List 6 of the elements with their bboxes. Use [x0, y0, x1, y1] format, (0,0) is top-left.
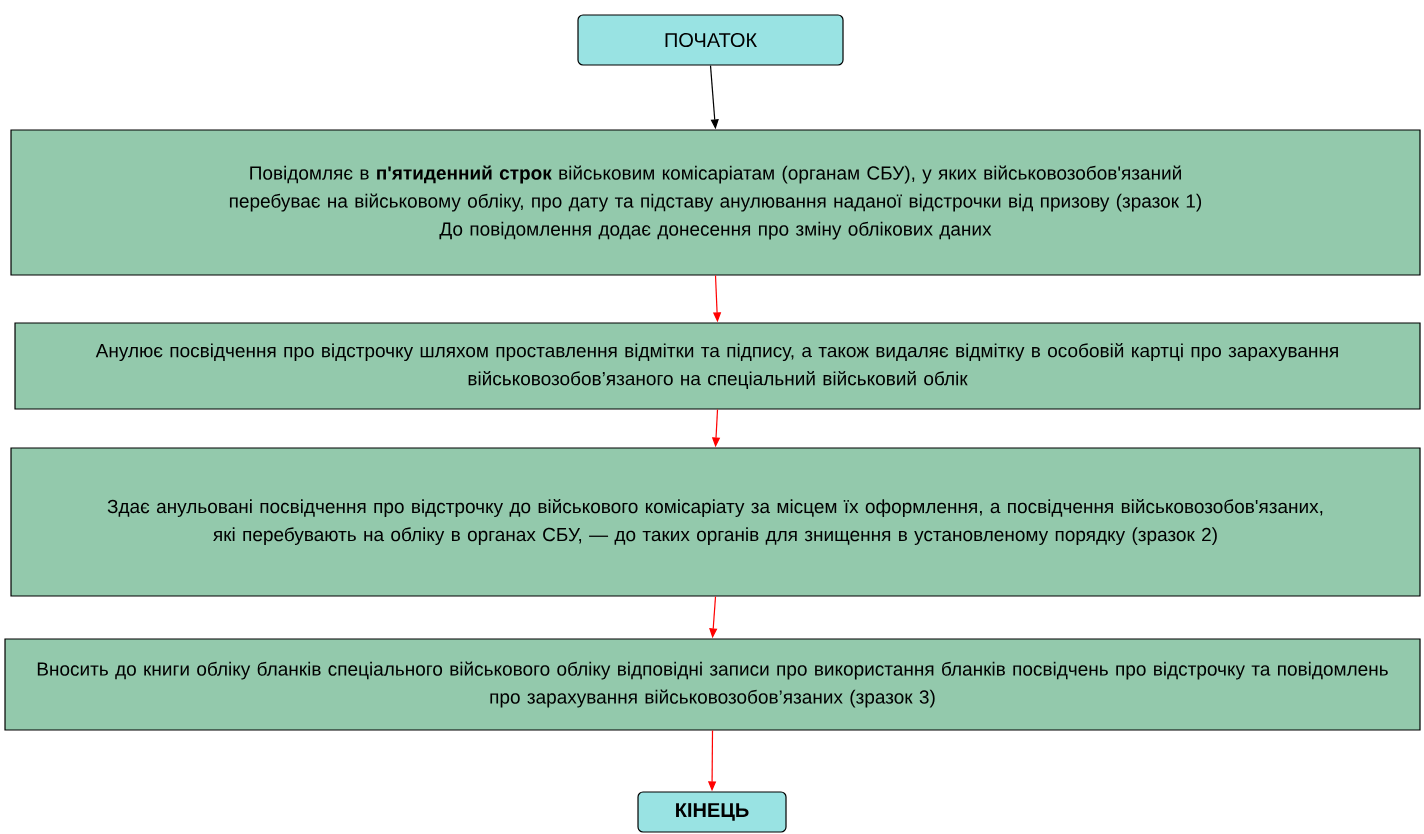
- process-box: Здає анульовані посвідчення про відстрочку до військового комісаріату за місцем їх оформлення, а посвідчення військовозобов'язаних, які перебувають на обліку в органах СБУ, — до таких органів для знищення в установленому порядку (зразок 2): [10, 447, 1421, 597]
- process-box: Повідомляє в п'ятиденний строк військовим комісаріатам (органам СБУ), у яких військовозобов'язаний перебуває на військовому обліку, про дату та підставу анулювання наданої відстрочки від призову (зразок 1) До повідомлення додає донесення про зміну облікових даних: [10, 129, 1421, 276]
- end-box: КІНЕЦЬ: [637, 791, 787, 833]
- process-box: Анулює посвідчення про відстрочку шляхом проставлення відмітки та підпису, а також видаляє відмітку в особовій картці про зарахування військовозобов’язаного на спеціальний військовий облік: [14, 322, 1421, 410]
- process-box: Вносить до книги обліку бланків спеціального військового обліку відповідні записи про використання бланків посвідчень про відстрочку та повідомлень про зарахування військовозобов’язаних (зразок 3): [4, 638, 1421, 731]
- start-box: ПОЧАТОК: [577, 14, 844, 66]
